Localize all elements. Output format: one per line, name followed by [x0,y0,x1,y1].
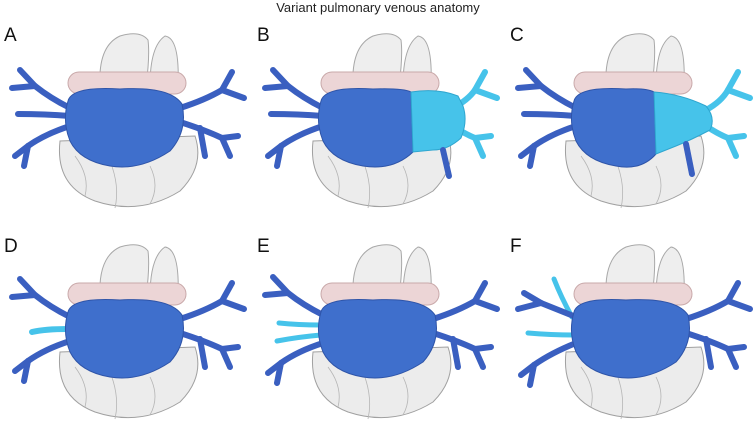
left-atrium [570,88,657,168]
right-common-trunk-variant [450,69,500,159]
right-inferior-vein [683,141,695,177]
right-common-ostium-variant [410,90,466,153]
left-pulmonary-veins [262,274,326,386]
panel-b: B [253,26,503,226]
left-pulmonary-veins [9,276,73,384]
panel-label: E [257,236,270,257]
right-pulmonary-veins [683,280,753,370]
panel-label: B [257,25,270,46]
left-atrium [317,299,437,379]
right-pulmonary-veins [177,280,247,370]
figure-title: Variant pulmonary venous anatomy [276,0,480,15]
inferior-accessory-vein-variant [525,330,577,338]
heart-illustration [262,244,500,420]
heart-illustration [515,33,753,209]
panel-f: F [506,237,756,437]
panel-a: A [0,26,250,226]
right-common-trunk-variant [703,69,753,159]
left-atrium [570,299,690,379]
heart-illustration [9,244,247,420]
heart-illustration [9,33,247,209]
heart-illustration [262,33,500,209]
left-atrium [317,88,414,168]
panel-label: D [4,236,18,257]
accessory-vein-variant [29,326,71,335]
right-pulmonary-veins [177,69,247,159]
right-inferior-vein [440,147,452,179]
panel-e: E [253,237,503,437]
panel-label: C [510,25,524,46]
panel-d: D [0,237,250,437]
panel-c: C [506,26,756,226]
panel-label: A [4,25,17,46]
left-atrium [64,299,184,379]
left-pulmonary-veins [515,290,579,388]
heart-illustration [515,244,753,420]
left-atrium [64,88,184,168]
accessory-veins-variant [274,320,324,344]
panel-label: F [510,236,522,257]
right-pulmonary-veins [430,280,500,370]
